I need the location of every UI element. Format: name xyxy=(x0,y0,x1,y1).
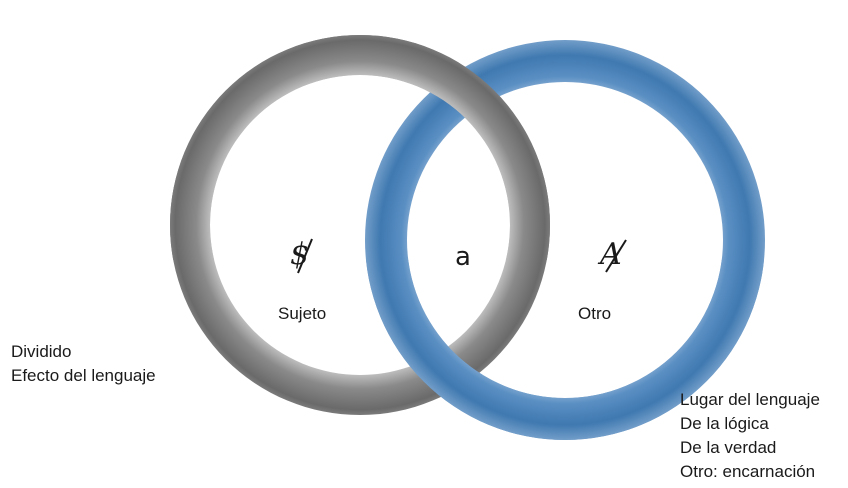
right-note-line: De la verdad xyxy=(680,436,820,460)
subject-label: Sujeto xyxy=(278,302,326,326)
left-note-line: Efecto del lenguaje xyxy=(11,364,156,388)
other-bar-icon xyxy=(600,236,630,276)
right-note-line: Otro: encarnación xyxy=(680,460,820,484)
right-note-line: Lugar del lenguaje xyxy=(680,388,820,412)
left-note-line: Dividido xyxy=(11,340,156,364)
object-a-symbol: a xyxy=(455,240,471,274)
left-notes: Dividido Efecto del lenguaje xyxy=(11,340,156,388)
right-note-line: De la lógica xyxy=(680,412,820,436)
subject-bar-icon xyxy=(290,236,320,276)
other-label: Otro xyxy=(578,302,611,326)
right-notes: Lugar del lenguaje De la lógica De la ve… xyxy=(680,388,820,484)
